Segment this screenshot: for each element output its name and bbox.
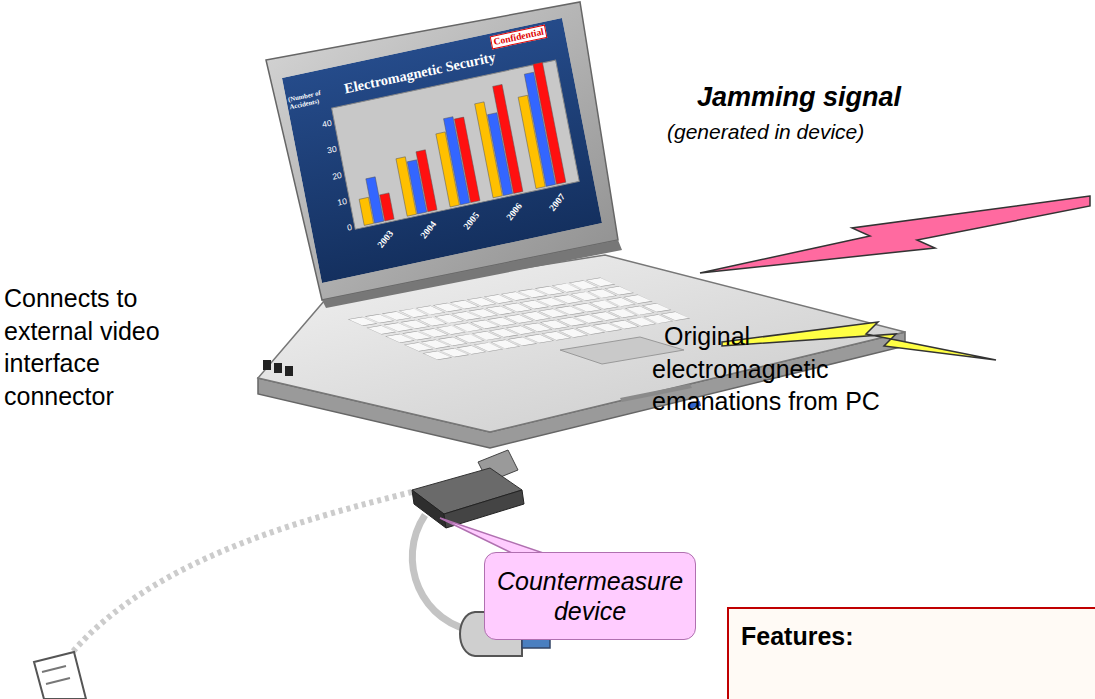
key — [605, 286, 633, 295]
features-box: Features: — [727, 607, 1095, 699]
port — [274, 363, 282, 373]
emanation-bolt — [722, 322, 996, 360]
emanation-label: Original electromagnetic emanations from… — [652, 320, 922, 418]
jamming-signal-bolt — [700, 196, 1090, 273]
bar — [454, 117, 480, 202]
screen-ground — [282, 18, 602, 283]
video-plug — [34, 652, 86, 699]
bar — [380, 193, 394, 221]
bar — [533, 62, 566, 184]
key — [661, 312, 689, 321]
box-text: Countermeasure device — [495, 566, 685, 626]
connection-note: Connects to external video interface con… — [4, 282, 204, 412]
callout-box: Countermeasure device — [484, 552, 696, 640]
device-front — [444, 490, 524, 528]
signal-label: Jamming signal — [697, 82, 901, 113]
dotted-cable — [70, 492, 412, 655]
video-plug-pins — [42, 666, 70, 684]
key — [624, 295, 652, 304]
key — [643, 303, 671, 312]
bar — [493, 84, 523, 193]
key — [586, 278, 614, 287]
signal-note: (generated in device) — [667, 120, 864, 144]
bar — [416, 150, 437, 212]
port — [263, 360, 271, 370]
device-side — [412, 490, 446, 528]
port — [285, 366, 293, 376]
callout-pointer — [440, 518, 552, 556]
box-text: Features: — [741, 621, 1093, 651]
